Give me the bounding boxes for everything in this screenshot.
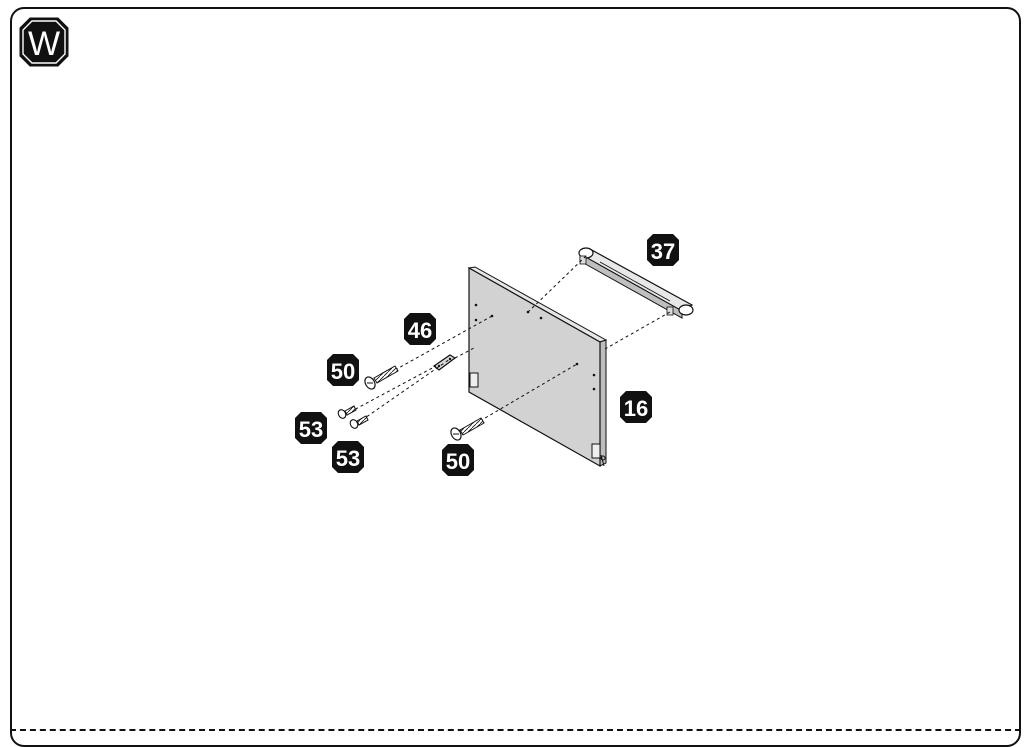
callout-16: 16 (620, 391, 652, 423)
cut-line (10, 729, 1021, 731)
callout-50-upper: 50 (327, 354, 359, 386)
callout-53-upper: 53 (295, 412, 327, 444)
screw-50-lower (450, 417, 485, 441)
callout-46: 46 (404, 313, 436, 345)
part-number-16: 16 (624, 396, 648, 421)
part-number-53-upper: 53 (299, 417, 323, 442)
part-number-50-lower: 50 (446, 449, 470, 474)
screw-53-lower (349, 415, 369, 429)
callout-50-lower: 50 (442, 444, 474, 476)
part-number-53-lower: 53 (336, 446, 360, 471)
screw-50-upper (364, 365, 399, 390)
callout-53-lower: 53 (332, 441, 364, 473)
panel-16 (467, 266, 608, 468)
handle-37 (578, 247, 694, 319)
part-number-37: 37 (651, 239, 675, 264)
part-number-50-upper: 50 (331, 359, 355, 384)
screw-53-upper (337, 405, 357, 419)
assembly-lines (349, 255, 671, 422)
step-letter: W (28, 25, 60, 63)
part-number-46: 46 (408, 318, 432, 343)
step-badge: W (19, 17, 69, 67)
callout-37: 37 (647, 234, 679, 266)
